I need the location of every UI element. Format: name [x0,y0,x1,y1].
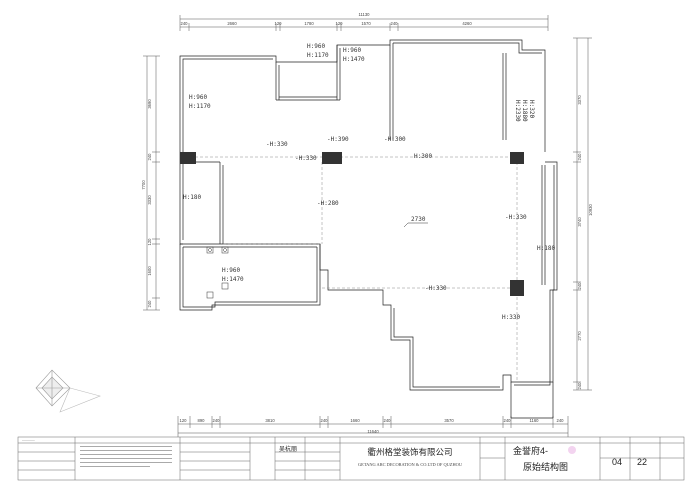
designer-name: 吴杭丽 [279,445,297,453]
window-3-height: H:960 [343,47,361,54]
walls [179,39,558,419]
title-block-notes [80,446,172,467]
top-dim-8: 4260 [462,21,472,26]
bottom-dim-1: 120 [180,418,188,423]
bottom-dimension-chain [177,416,569,437]
beam-label-7: -H:280 [317,200,339,207]
bottom-total-dim: 11640 [367,429,379,434]
beam-label-8: -H:330 [505,214,527,221]
left-dim-4: 120 [147,238,152,246]
top-dim-3: 120 [275,21,283,26]
column-4 [510,280,524,296]
left-dim-1: 3690 [147,99,152,109]
left-dim-3: 3330 [147,195,152,205]
bottom-dim-7: 240 [384,418,392,423]
bottom-dim-11: 240 [557,418,565,423]
window-4-sill: H:1470 [222,276,244,283]
top-dim-5: 120 [336,21,344,26]
beam-label-5: H:300 [414,153,432,160]
column-2 [322,152,342,164]
window-1-sill: H:1170 [189,103,211,110]
beam-label-4: -H:300 [384,136,406,143]
window-1-height: H:960 [189,94,207,101]
right-dim-3: 3740 [577,217,582,227]
top-dim-7: 240 [391,21,399,26]
top-dim-4: 1780 [304,21,314,26]
right-total-dim: 10930 [588,204,593,216]
fixtures [206,246,229,299]
bottom-dim-3: 240 [213,418,221,423]
bottom-dim-2: 890 [198,418,206,423]
window-2-height: H:960 [307,43,325,50]
bottom-dim-10: 1160 [529,418,539,423]
column-3 [510,152,524,164]
right-window-height-1: H:2330 [514,100,521,122]
project-logo-mark [568,446,576,454]
project-name: 金誉府4- [513,445,548,456]
bottom-dim-6: 1660 [350,418,360,423]
left-dimension-chain [143,55,160,311]
beam-label-10: -H:330 [425,285,447,292]
company-name-cn: 衢州格堂装饰有限公司 [367,447,452,457]
top-dim-2: 2660 [227,21,237,26]
beam-label-6: H:180 [183,194,201,201]
beam-label-9: H:180 [537,245,555,252]
top-dimension-chain [179,15,549,31]
right-dimension-chain [573,37,592,391]
right-dim-1: 3370 [577,95,582,105]
ceiling-height-marker: 2730 [403,216,428,228]
bottom-dim-4: 3810 [265,418,275,423]
structural-columns [180,152,524,296]
beam-lines [195,156,518,380]
bottom-dim-8: 3570 [444,418,454,423]
top-dim-1: 240 [181,21,189,26]
beam-label-3: -H:390 [327,136,349,143]
ceiling-height: 2730 [411,216,426,223]
sheet-number: 04 [612,457,622,467]
left-dim-5: 1600 [147,266,152,276]
top-dim-6: 1570 [361,21,371,26]
window-2-sill: H:1170 [307,52,329,59]
right-window-height-2: H:1880 [521,100,528,122]
left-dim-6: 240 [147,300,152,308]
beam-label-11: H:330 [502,314,520,321]
sheet-total: 22 [637,457,647,467]
title-block [17,436,685,481]
beam-label-1: -H:330 [266,141,288,148]
right-dim-5: 2770 [577,331,582,341]
bottom-dim-5: 240 [321,418,329,423]
drawing-name: 原始结构图 [523,461,568,472]
window-4-height: H:960 [222,267,240,274]
right-window-height-3: H:320 [528,100,535,118]
right-dim-4: 240 [577,282,582,290]
window-3-sill: H:1470 [343,56,365,63]
top-total-dim: 11130 [358,12,370,17]
column-1 [180,152,196,164]
company-logo-watermark [35,369,101,413]
svg-text:──────: ────── [21,438,36,442]
right-dim-2: 240 [577,153,582,161]
company-name-en: GETANG ARC DECORATION & CO.LTD OF QUZHOU [358,462,463,467]
left-total-dim: 7700 [141,180,146,190]
bottom-dim-9: 240 [504,418,512,423]
left-dim-2: 240 [147,153,152,161]
beam-label-2: -H:330 [295,155,317,162]
right-dim-6: 240 [577,382,582,390]
